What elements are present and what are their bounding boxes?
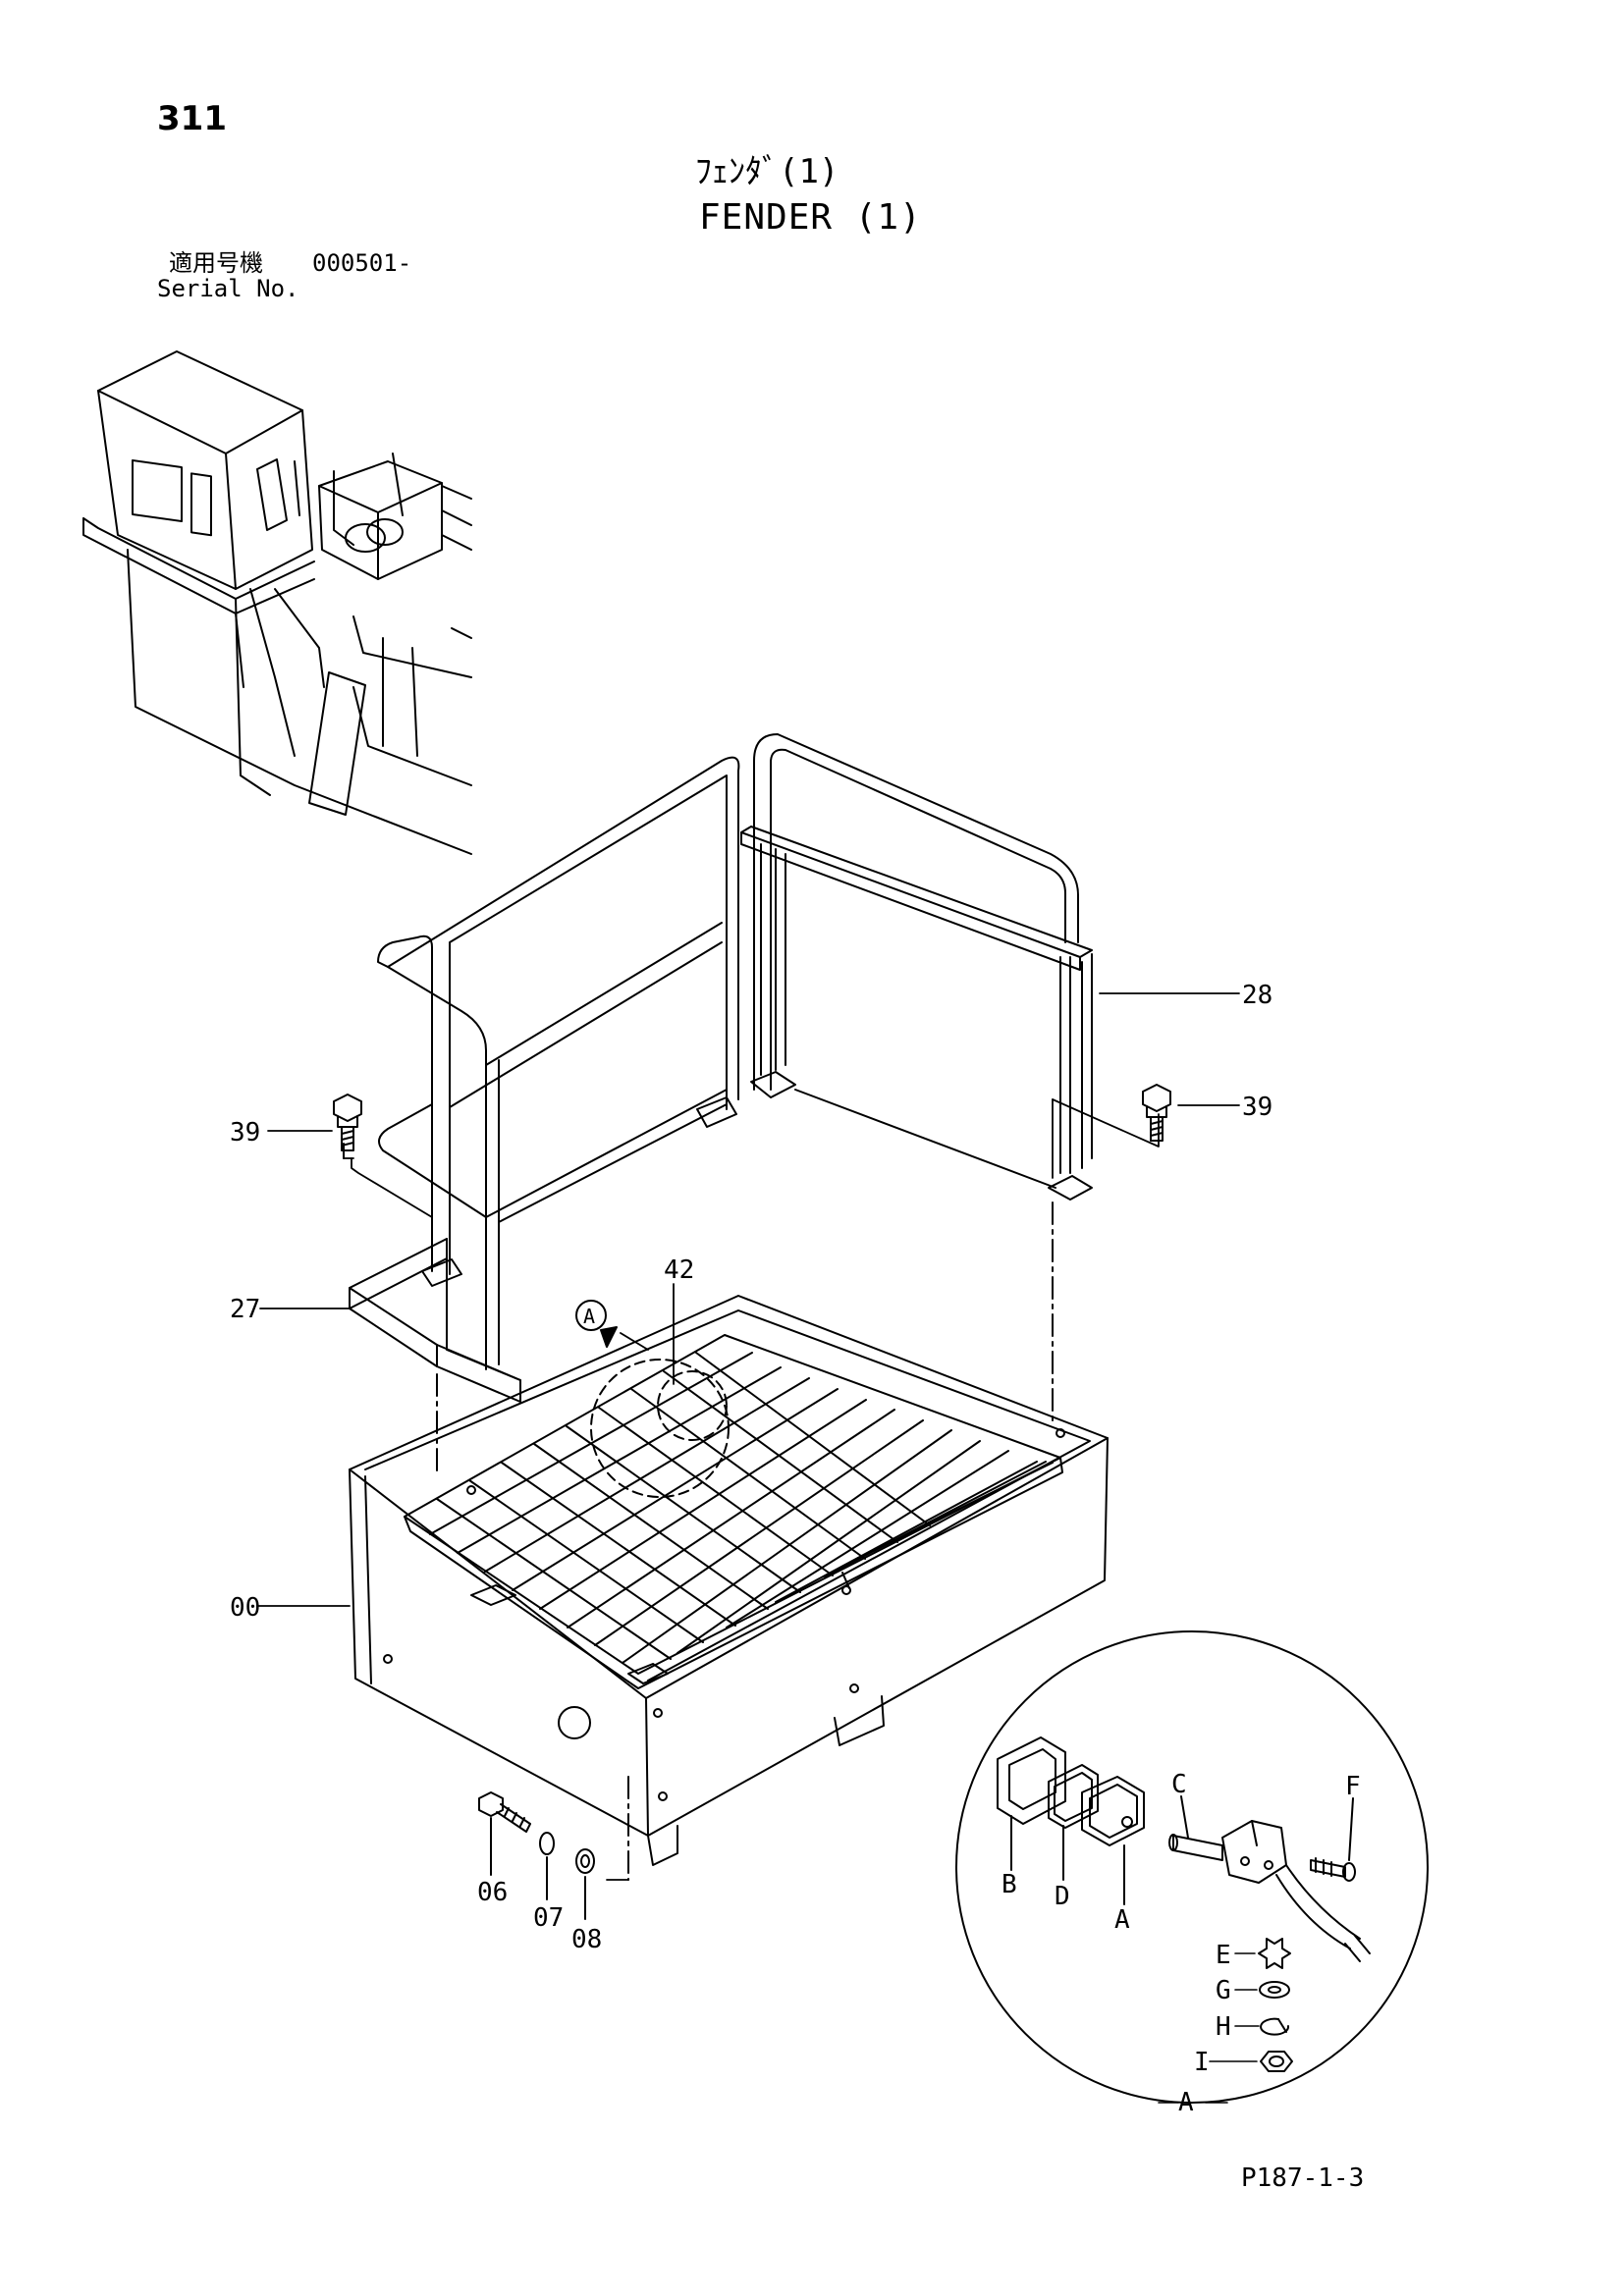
detail-part-h — [1234, 2017, 1290, 2036]
fender-body-part-00 — [349, 1295, 1109, 1866]
detail-part-d — [1048, 1764, 1099, 1881]
detail-part-c — [1168, 1795, 1371, 1962]
detail-label-d: D — [1055, 1882, 1070, 1911]
callout-08: 08 — [571, 1925, 602, 1954]
detail-label-a: A — [1114, 1905, 1130, 1935]
callout-06: 06 — [477, 1878, 508, 1907]
callout-07: 07 — [533, 1903, 564, 1933]
detail-part-i — [1209, 2051, 1293, 2072]
left-handrail-frame-part-27 — [349, 756, 740, 1403]
detail-part-e — [1234, 1938, 1291, 1969]
grating-part-42 — [404, 1334, 1063, 1689]
callout-27: 27 — [230, 1295, 260, 1324]
detail-label-e: E — [1216, 1941, 1231, 1970]
serial-label-japanese: 適用号機 — [169, 249, 263, 277]
page-number: 311 — [157, 99, 227, 138]
detail-view-label: A — [1178, 2088, 1194, 2117]
detail-label-b: B — [1001, 1870, 1017, 1899]
serial-label-english: Serial No. — [157, 275, 299, 302]
view-a-marker — [575, 1300, 618, 1348]
callout-39-right: 39 — [1242, 1093, 1272, 1122]
callout-00: 00 — [230, 1593, 260, 1623]
view-a-marker-label: A — [583, 1305, 595, 1328]
machine-location-key-illustration — [82, 350, 472, 855]
bolt-39-right — [1142, 1084, 1171, 1142]
bolt-06 — [478, 1791, 531, 1876]
detail-label-f: F — [1345, 1772, 1361, 1801]
detail-label-i: I — [1194, 2048, 1210, 2077]
drawing-code: P187-1-3 — [1241, 2163, 1365, 2193]
callout-leader-lines — [256, 992, 1240, 1881]
title-japanese: ﾌｪﾝﾀﾞ(1) — [695, 152, 839, 191]
detail-part-a — [1081, 1776, 1145, 1905]
callout-42: 42 — [664, 1255, 694, 1285]
callout-28: 28 — [1242, 981, 1272, 1010]
callout-39-left: 39 — [230, 1118, 260, 1148]
right-handrail-frame-part-28 — [740, 733, 1093, 1201]
spring-washer-07 — [539, 1832, 555, 1900]
bolt-39-left — [333, 1094, 362, 1151]
detail-view-a — [955, 1630, 1429, 2104]
detail-label-c: C — [1171, 1770, 1187, 1799]
title-english: FENDER (1) — [699, 197, 922, 238]
detail-label-h: H — [1216, 2012, 1231, 2042]
detail-part-g — [1234, 1981, 1290, 1999]
washer-08 — [575, 1848, 595, 1920]
detail-label-g: G — [1216, 1976, 1231, 2005]
serial-number-value: 000501- — [312, 249, 412, 277]
detail-part-f — [1310, 1797, 1356, 1882]
